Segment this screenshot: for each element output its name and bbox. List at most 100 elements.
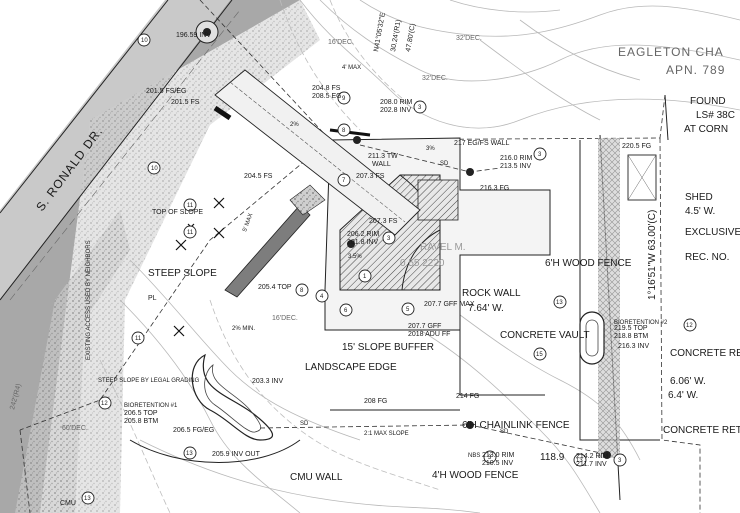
callout-8a: 8 <box>342 128 346 134</box>
callout-10a: 10 <box>141 38 148 44</box>
driveway <box>213 69 421 298</box>
elevation-labels: 196.59 INV 201.5 FS/EG 201.5 FS 204.8 FS… <box>124 32 651 468</box>
shed-height: 4.5' W. <box>685 206 715 217</box>
callout-9: 9 <box>342 96 346 102</box>
note-dec32-a: 32'DEC. <box>456 35 482 42</box>
callout-5: 5 <box>406 307 410 313</box>
callout-6: 6 <box>344 308 348 314</box>
bearing-north: N41°05'32"E <box>372 12 387 53</box>
note-sd-1: SD <box>300 421 309 427</box>
storm-drain <box>259 136 611 459</box>
concrete-retaining-wall-1: CONCRETE RETAINING WA <box>670 348 740 359</box>
shed-label: SHED <box>685 192 713 203</box>
callout-13c: 13 <box>186 451 193 457</box>
elev-218-8: 218.8 BTM <box>614 333 648 340</box>
callout-15: 15 <box>536 352 543 358</box>
found-ls: LS# 38C <box>696 110 735 121</box>
elev-206-2: 206.2 RIM <box>347 231 379 238</box>
note-slope-2: 2% <box>290 122 299 128</box>
existing-access-strip <box>15 210 130 513</box>
topographic-contours <box>99 0 740 513</box>
elev-214-2: 214.2 RIM <box>576 453 608 460</box>
rock-wall-strip <box>598 138 620 458</box>
landscape-edge: LANDSCAPE EDGE <box>305 362 397 373</box>
callout-3c: 3 <box>538 152 542 158</box>
elev-206-5-fg: 206.5 FG/EG <box>173 427 214 434</box>
wood-fence-6ft: 6'H WOOD FENCE <box>545 258 632 269</box>
callout-11c: 11 <box>135 336 142 342</box>
elev-207-7-gff: 207.7 GFF <box>408 323 441 330</box>
retaining-height-2: 6.4' W. <box>668 390 698 401</box>
apn-code: 0.55 2220 <box>400 258 445 269</box>
note-4-max: 4' MAX <box>342 65 361 71</box>
elev-207-3-b: 207.3 FS <box>369 218 398 225</box>
elev-204-5: 204.5 FS <box>244 173 273 180</box>
note-sd-2: SD <box>500 429 509 435</box>
callout-3d: 3 <box>618 458 622 464</box>
elev-216-0: 216.0 RIM <box>500 155 532 162</box>
callout-1: 1 <box>363 274 367 280</box>
note-nbs: NBS <box>468 453 480 459</box>
callout-4: 4 <box>320 294 324 300</box>
elev-216-3-inv: 216.3 INV <box>618 343 649 350</box>
elev-208-fg: 208 FG <box>364 398 387 405</box>
owner-blurred: RAVEL M. <box>420 242 466 253</box>
elev-211-3: 211.3 TW <box>368 153 398 160</box>
elev-211-7: 211.7 INV <box>576 461 607 468</box>
callout-markers: 10 10 11 11 11 9 3 7 8 8 4 1 3 6 5 3 13 … <box>81 33 697 505</box>
callout-12: 12 <box>686 323 693 329</box>
elev-208-0: 208.0 RIM <box>380 99 412 106</box>
note-dec16-b: 16'DEC. <box>272 315 298 322</box>
elev-196-59: 196.59 INV <box>176 32 211 39</box>
easement-rec: REC. NO. <box>685 252 729 263</box>
elev-208-5: 208.5 EG <box>312 93 342 100</box>
elev-205-4: 205.4 TOP <box>258 284 292 291</box>
note-slope-3-5: 3.5% <box>348 254 362 260</box>
callout-12b: 12 <box>101 401 108 407</box>
elev-201-8: 201.8 INV <box>347 239 378 246</box>
elev-205-8: 205.8 BTM <box>124 418 158 425</box>
elev-adu-ff: 2018 ADU FF <box>408 331 450 338</box>
bearing-dim2: 47.80'(C) <box>405 23 417 52</box>
callout-3a: 3 <box>418 105 422 111</box>
retaining-height-1: 6.06' W. <box>670 376 706 387</box>
easement-label: EXCLUSIVE EASEMENT <box>685 227 740 238</box>
rock-wall-height: 7.64' W. <box>468 303 504 314</box>
elev-210-5: 210.5 INV <box>482 460 513 467</box>
elev-204-8: 204.8 FS <box>312 85 341 92</box>
note-slope-3: 3% <box>426 146 435 152</box>
callout-8: 8 <box>300 288 304 294</box>
callout-3e: 3 <box>488 455 492 461</box>
right-bearing: 1°16'51"W 63.00'(C) <box>647 210 658 300</box>
bioretention-2 <box>579 311 605 365</box>
neighbor-apn: APN. 789 <box>666 63 725 77</box>
elev-206-5-top: 206.5 TOP <box>124 410 158 417</box>
note-slope-2-min: 2% MIN. <box>232 326 255 332</box>
bearing-dim1: 30.24'(R1) <box>390 19 403 52</box>
note-sd-3: SD <box>440 161 449 167</box>
note-dec16: 16'DEC. <box>328 39 354 46</box>
steep-slope: STEEP SLOPE <box>148 268 217 279</box>
callout-11b: 11 <box>187 230 194 236</box>
elev-207-7-max: 207.7 GFF MAX <box>424 301 475 308</box>
top-of-slope: TOP OF SLOPE <box>152 209 203 216</box>
cmu-label: CMU <box>60 500 76 507</box>
found-at: AT CORN <box>684 124 728 135</box>
callout-13b: 13 <box>576 458 583 464</box>
chainlink-fence: 6'H CHAINLINK FENCE <box>462 420 570 431</box>
wood-fence-line <box>459 330 545 396</box>
elev-203-3: 203.3 INV <box>252 378 283 385</box>
cmu-wall: CMU WALL <box>290 472 343 483</box>
elev-wall: WALL <box>372 161 391 168</box>
elev-118-9: 118.9 <box>540 452 565 463</box>
callout-13d: 13 <box>84 496 91 502</box>
note-max-slope: 2:1 MAX SLOPE <box>364 431 409 437</box>
concrete-retaining-wall-2: CONCRETE RETAINING W <box>663 425 740 436</box>
wood-fence-4ft: 4'H WOOD FENCE <box>432 470 519 481</box>
note-dec32-b: 32'DEC. <box>422 75 448 82</box>
elev-214-fg: 214 FG <box>456 393 479 400</box>
found-label: FOUND <box>690 96 726 107</box>
elev-216-3-fg: 216.3 FG <box>480 185 509 192</box>
slope-buffer: 15' SLOPE BUFFER <box>342 342 434 353</box>
